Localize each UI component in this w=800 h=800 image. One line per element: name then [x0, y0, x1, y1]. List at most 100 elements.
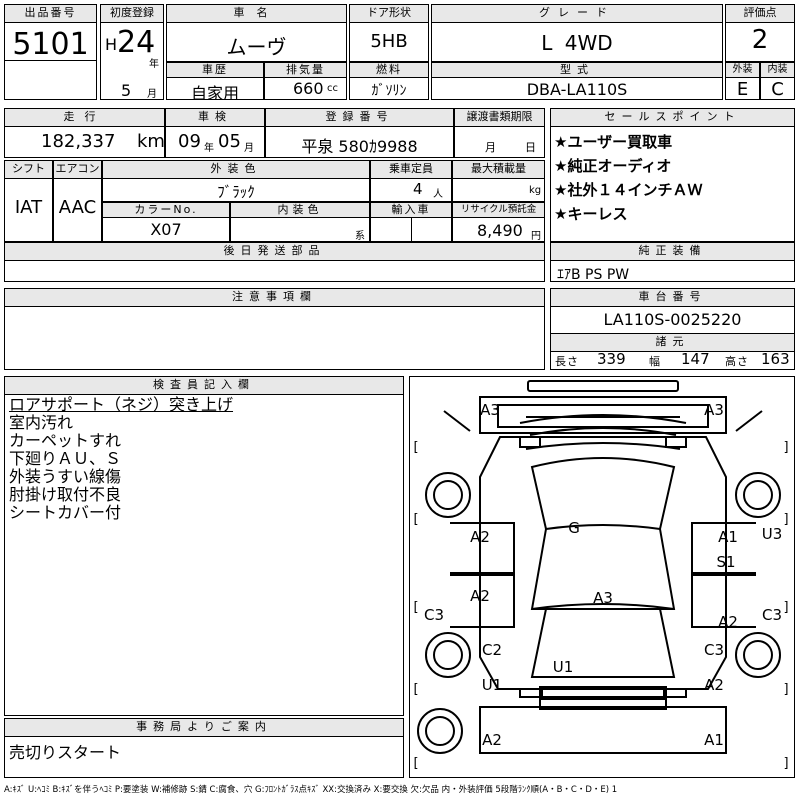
first-reg-box: 初度登録 H 24 年 5 月 [100, 4, 164, 100]
import-box: 輸入車 [370, 202, 452, 242]
recycle-label: リサイクル預託金 [453, 203, 544, 218]
bracket-mark: [ [413, 756, 418, 771]
history-box: 車歴 自家用 [166, 62, 264, 100]
inspector-line: 下廻りＡＵ、Ｓ [9, 449, 122, 468]
bracket-mark: [ [413, 600, 418, 615]
mileage-unit: km [137, 131, 165, 152]
displacement: 660 [293, 79, 324, 98]
ext-grade: E [736, 79, 749, 100]
dims-label: 諸元 [551, 333, 794, 352]
plate-box: 登録番号 平泉 580ｶ9988 [265, 108, 454, 158]
car-name-label: 車名 [167, 5, 346, 23]
plate-number: 平泉 580ｶ9988 [301, 137, 418, 156]
damage-mark: C2 [482, 641, 502, 659]
capacity-unit: 人 [433, 189, 443, 200]
capacity-label: 乗車定員 [371, 161, 451, 179]
shift-box: シフト IAT [4, 160, 53, 242]
displacement-label: 排気量 [265, 63, 346, 78]
office-text: 売切りスタート [9, 743, 122, 762]
car-diagram: A3 A3 A2 A1 U3 G S1 A2 A3 C3 C3 A2 C2 C3… [409, 376, 795, 778]
recycle-unit: 円 [531, 231, 541, 242]
equipment-label: 純正装備 [551, 243, 794, 261]
load-unit: kg [529, 185, 542, 196]
grade-box: グレード L 4WD [431, 4, 723, 62]
bracket-mark: [ [413, 682, 418, 697]
width: 147 [681, 350, 710, 368]
damage-mark: A3 [704, 401, 724, 419]
lot-number: 5101 [12, 27, 89, 62]
damage-mark: A2 [470, 528, 490, 546]
ext-label: 外装 [726, 63, 759, 78]
shift-label: シフト [5, 161, 52, 179]
mileage-label: 走行 [5, 109, 164, 127]
length: 339 [597, 350, 626, 368]
grade-label: グレード [432, 5, 722, 23]
equipment: ｴｱB PS PW [557, 267, 630, 282]
bracket-mark: ] [783, 682, 788, 697]
bracket-mark: ] [783, 512, 788, 527]
door-box: ドア形状 5HB [349, 4, 429, 62]
later-parts-box: 後日発送部品 [4, 242, 545, 282]
width-label: 幅 [649, 355, 661, 368]
ext-box: 外装 E [725, 62, 760, 100]
color-no-box: カラーNo. X07 [102, 202, 230, 242]
inspector-line: 肘掛け取付不良 [9, 485, 122, 504]
inspection-box: 車検 09 年 05 月 [165, 108, 265, 158]
int-label: 内装 [761, 63, 794, 78]
sales-item: ★社外１４インチＡＷ [554, 181, 703, 199]
history-label: 車歴 [167, 63, 263, 78]
inspector-line: シートカバー付 [9, 503, 122, 522]
insp-month: 05 [218, 131, 241, 152]
car-name-box: 車名 ムーヴ [166, 4, 347, 62]
damage-mark: A3 [480, 401, 500, 419]
capacity: 4 [413, 180, 423, 198]
import-label: 輸入車 [371, 203, 451, 218]
sales-item: ★ユーザー買取車 [554, 133, 673, 151]
inspector-line: 外装うすい線傷 [9, 467, 122, 486]
ac-label: エアコン [54, 161, 101, 179]
notes-label: 注意事項欄 [5, 289, 544, 307]
bracket-mark: ] [783, 756, 788, 771]
transfer-month: 月 [485, 141, 497, 154]
model-label: 型式 [432, 63, 722, 78]
notes-box: 注意事項欄 [4, 288, 545, 370]
damage-mark: C3 [704, 641, 724, 659]
damage-mark: C3 [424, 606, 444, 624]
load-label: 最大積載量 [453, 161, 544, 179]
damage-mark: U3 [762, 525, 783, 543]
sales-item: ★純正オーディオ [554, 157, 672, 175]
insp-year-unit: 年 [204, 143, 214, 154]
legend: A:ｷｽﾞ U:ﾍｺﾐ B:ｷｽﾞを伴うﾍｺﾐ P:要塗装 W:補修跡 S:錆 … [4, 785, 618, 795]
damage-mark: G [568, 519, 580, 537]
damage-mark: A1 [704, 731, 724, 749]
damage-mark: C3 [762, 606, 782, 624]
int-color-box: 内装色 系 [230, 202, 370, 242]
transfer-label: 譲渡書類期限 [455, 109, 544, 127]
damage-mark: A2 [482, 731, 502, 749]
int-color-unit: 系 [355, 231, 365, 242]
capacity-box: 乗車定員 4 人 [370, 160, 452, 202]
damage-mark: S1 [716, 553, 735, 571]
damage-mark: U1 [482, 676, 503, 694]
bracket-mark: ] [783, 600, 788, 615]
era: H [105, 35, 118, 54]
ac-box: エアコン AAC [53, 160, 102, 242]
transfer-box: 譲渡書類期限 月 日 [454, 108, 545, 158]
reg-year: 24 [117, 25, 156, 60]
office-box: 事務局よりご案内 売切りスタート [4, 718, 404, 778]
model-box: 型式 DBA-LA110S [431, 62, 723, 100]
fuel-label: 燃料 [350, 63, 428, 78]
year-unit: 年 [149, 59, 159, 70]
month-unit: 月 [147, 89, 157, 100]
inspector-line: ロアサポート（ネジ）突き上げ [9, 395, 234, 414]
sales-item: ★キーレス [554, 205, 628, 223]
damage-mark: A2 [470, 587, 490, 605]
bracket-mark: [ [413, 512, 418, 527]
lot-box: 出品番号 5101 [4, 4, 97, 100]
recycle-amount: 8,490 [477, 221, 523, 240]
color-no: X07 [150, 220, 182, 239]
displacement-unit: cc [327, 83, 338, 94]
load-box: 最大積載量 kg [452, 160, 545, 202]
score-label: 評価点 [726, 5, 794, 23]
door-label: ドア形状 [350, 5, 428, 23]
